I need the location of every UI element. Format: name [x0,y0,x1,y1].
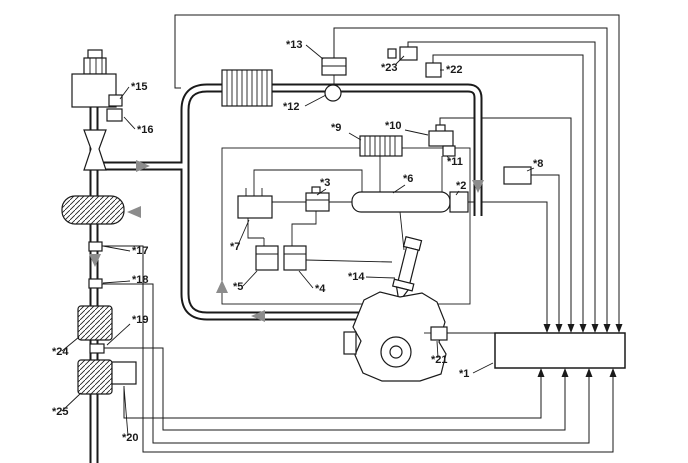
air-cleaner-assembly [71,49,117,108]
callout-9: *9 [331,122,341,134]
arrow-down-icon [603,324,611,333]
ecu-signal-wires-top [174,14,623,333]
catalytic-converter-rear [77,359,113,395]
callout-2: *2 [456,180,466,192]
callout-19: *19 [132,314,149,326]
flow-arrows [89,160,484,322]
relay-8 [503,166,532,185]
vacuum-hoses [247,75,443,263]
callout-23: *23 [381,62,398,74]
callout-labels: *13 *23 *22 *15 *12 *16 *9 *10 *11 *8 *3… [52,39,543,444]
callout-6: *6 [403,173,413,185]
ecu-signal-wires-bottom [102,245,617,453]
exhaust-sensor-1 [88,241,103,252]
valve-12 [324,84,342,102]
pipes [89,83,483,463]
finned-component-9 [359,135,403,157]
arrow-up-icon [585,368,593,377]
arrow-up-icon [609,368,617,377]
air-cleaner-cap [83,57,107,75]
valve-3 [305,186,330,212]
exhaust-sensor-2 [88,278,103,289]
arrow-down-icon [579,324,587,333]
vacuum-circuit-box [221,147,471,305]
catalytic-converter-front [77,305,113,341]
callout-22: *22 [446,64,463,76]
arrow-down-icon [615,324,623,333]
callout-1: *1 [459,368,469,380]
callout-5: *5 [233,281,243,293]
ecu-box [494,332,626,369]
callout-12: *12 [283,101,300,113]
intercooler [221,69,273,107]
callout-21: *21 [431,354,448,366]
solenoid-valve-4 [283,245,307,271]
canister-6 [351,191,451,213]
sensor-21 [424,326,448,341]
flow-arrow-up-icon [216,280,228,293]
callout-14: *14 [348,271,365,283]
callout-8: *8 [533,158,543,170]
leader-lines [61,44,535,437]
callout-15: *15 [131,81,148,93]
valve-13 [321,57,347,76]
arrow-up-icon [537,368,545,377]
mid-exhaust-sensor [89,343,105,354]
valve-10 [428,124,454,147]
throttle-body [83,94,123,171]
callout-18: *18 [132,274,149,286]
flow-arrow-left-icon [251,310,265,322]
callout-10: *10 [385,120,402,132]
callout-11: *11 [447,156,463,168]
callout-7: *7 [230,241,240,253]
cap-2 [449,191,469,213]
flow-arrow-down-icon [472,180,484,193]
flow-arrow-left-icon [127,206,141,218]
fitting-11 [442,145,456,157]
callout-3: *3 [320,177,330,189]
sensor-23 [387,46,418,61]
flow-arrow-down-icon [89,254,101,267]
solenoid-valve-5 [255,245,279,271]
throttle-sensor-part-2 [106,108,123,122]
component-7 [237,188,273,219]
arrow-down-icon [555,324,563,333]
air-cleaner-cap-top [87,49,103,59]
callout-20: *20 [122,432,139,444]
resonator [61,195,125,225]
arrow-up-icon [561,368,569,377]
arrow-down-icon [567,324,575,333]
callout-25: *25 [52,406,69,418]
callout-17: *17 [132,245,149,257]
engine [343,291,447,382]
flow-arrow-right-icon [136,160,150,172]
sensor-box-20 [111,361,137,385]
arrow-down-icon [591,324,599,333]
arrow-down-icon [543,324,551,333]
sensor-22 [425,62,442,78]
callout-13: *13 [286,39,303,51]
throttle-sensor-part [108,94,123,107]
callout-4: *4 [315,283,326,295]
callout-24: *24 [52,346,69,358]
callout-16: *16 [137,124,154,136]
